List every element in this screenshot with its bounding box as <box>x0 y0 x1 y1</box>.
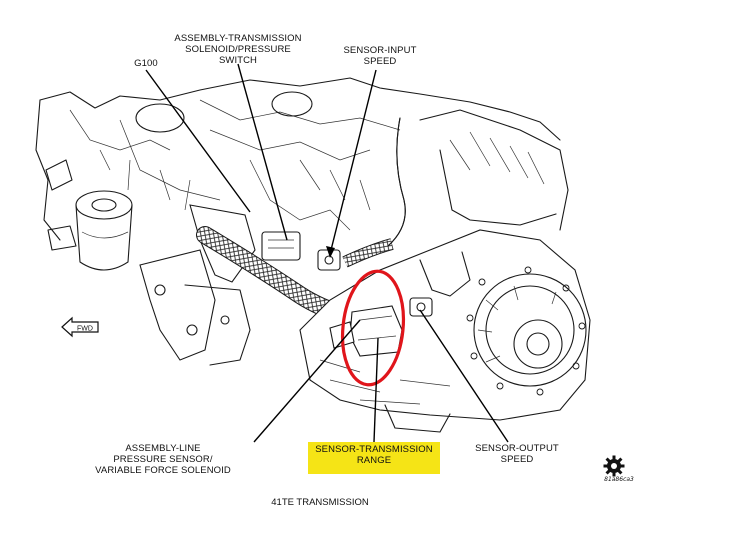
label-line: SENSOR-TRANSMISSION <box>315 444 433 455</box>
label-line: VARIABLE FORCE SOLENOID <box>95 465 231 476</box>
gear-icon <box>603 455 625 477</box>
label-solenoid-pressure-switch: ASSEMBLY-TRANSMISSION SOLENOID/PRESSURE … <box>158 33 318 66</box>
leader-lines <box>145 63 509 443</box>
mount-bracket-drawing <box>139 204 256 366</box>
label-line: ASSEMBLY-TRANSMISSION <box>174 33 302 44</box>
label-g100: G100 <box>126 58 166 69</box>
label-line: SPEED <box>500 454 534 465</box>
label-input-speed-sensor: SENSOR-INPUT SPEED <box>330 45 430 67</box>
label-transmission-range-sensor: SENSOR-TRANSMISSION RANGE <box>308 442 440 474</box>
label-line: RANGE <box>356 455 392 466</box>
figure-code: 81a86ca3 <box>604 476 634 483</box>
label-g100-text: G100 <box>134 58 158 69</box>
label-output-speed-sensor: SENSOR-OUTPUT SPEED <box>462 443 572 465</box>
forward-arrow-label: FWD <box>77 326 93 333</box>
label-line: SPEED <box>363 56 397 67</box>
label-line: ASSEMBLY-LINE <box>125 443 201 454</box>
label-line: SENSOR-INPUT <box>343 45 417 56</box>
oil-filter-drawing <box>45 159 133 271</box>
label-line: PRESSURE SENSOR/ <box>113 454 213 465</box>
forward-arrow-icon: FWD <box>61 316 99 338</box>
label-line: SOLENOID/PRESSURE <box>185 44 291 55</box>
label-line: SENSOR-OUTPUT <box>475 443 559 454</box>
engine-block-drawing <box>35 77 569 241</box>
range-sensor-callout-ring <box>340 269 406 387</box>
label-line: SWITCH <box>218 55 258 66</box>
label-line-pressure-sensor: ASSEMBLY-LINE PRESSURE SENSOR/ VARIABLE … <box>78 443 248 476</box>
transmission-case-drawing <box>299 229 591 433</box>
figure-caption: 41TE TRANSMISSION <box>271 497 369 508</box>
